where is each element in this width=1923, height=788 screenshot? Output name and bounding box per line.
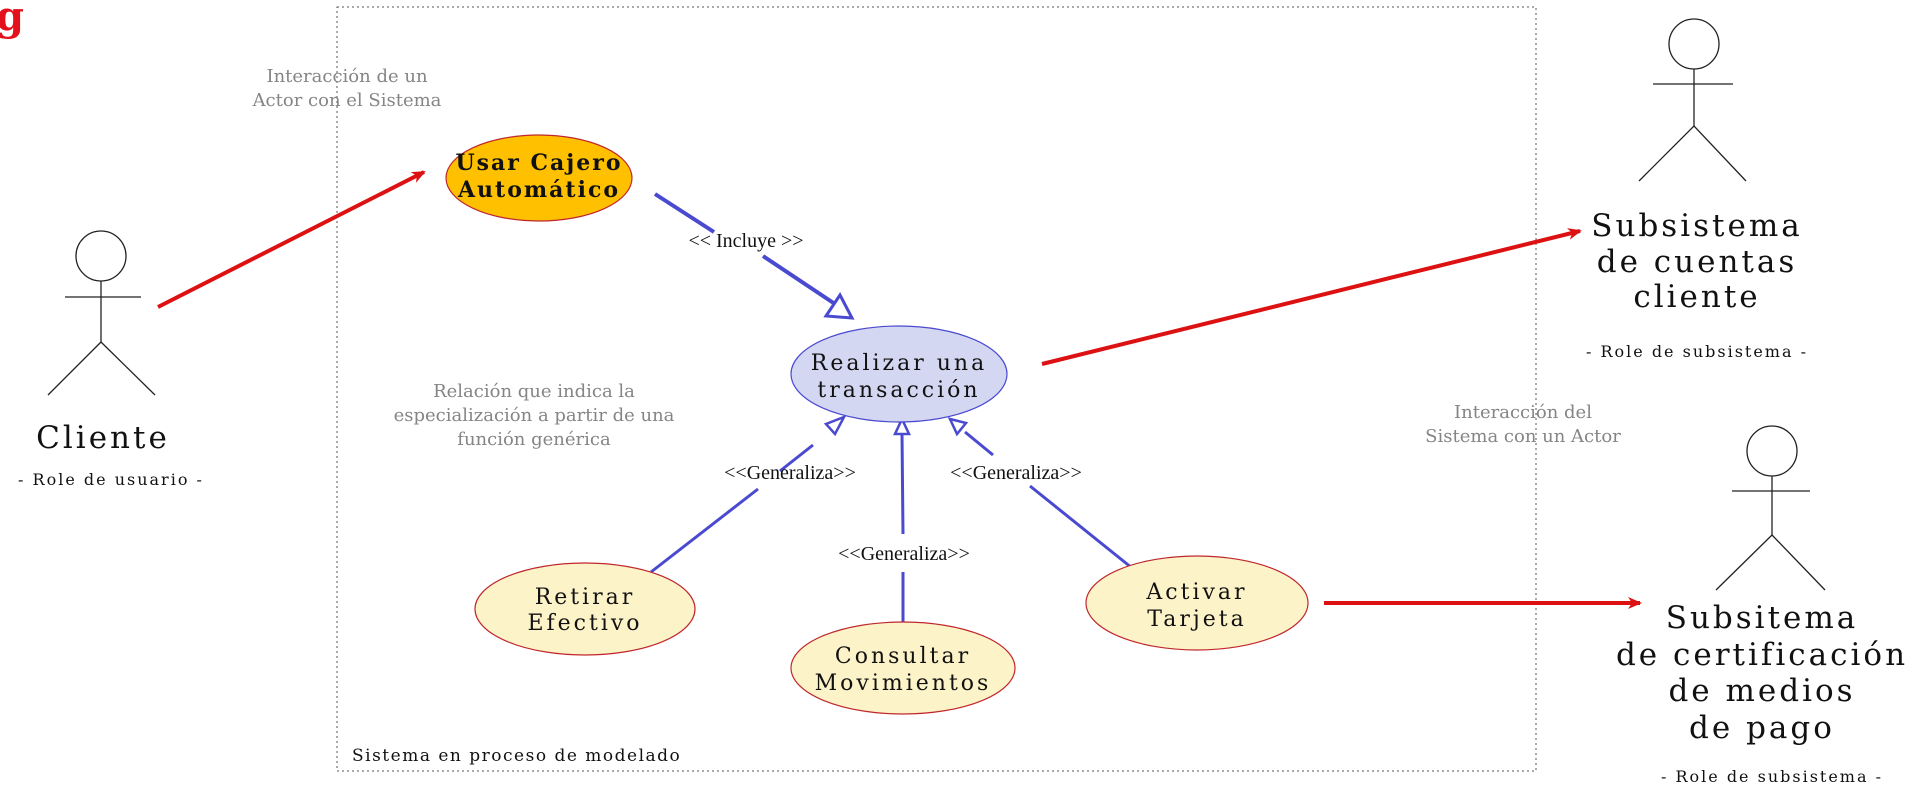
use-case-activar-tarjeta[interactable]: Activar Tarjeta: [1085, 555, 1309, 651]
generalization-activar: [947, 417, 1133, 570]
stick-figure-icon: [1638, 18, 1747, 182]
svg-text:Automático: Automático: [457, 177, 620, 203]
svg-text:función genérica: función genérica: [457, 429, 611, 450]
svg-text:Usar Cajero: Usar Cajero: [455, 150, 622, 176]
use-case-realizar-transaccion[interactable]: Realizar una transacción: [790, 325, 1008, 423]
include-relation: [653, 192, 855, 320]
svg-text:Movimientos: Movimientos: [815, 671, 992, 696]
svg-text:Interacción del: Interacción del: [1454, 402, 1592, 423]
actor-role: - Role de subsistema -: [1586, 342, 1808, 361]
actor-name-line: de cuentas: [1597, 244, 1798, 280]
generalization-consultar: [893, 416, 911, 622]
actor-role: - Role de subsistema -: [1661, 767, 1883, 786]
actor-name: Cliente: [36, 420, 170, 456]
actor-role: - Role de usuario -: [18, 470, 204, 489]
system-boundary: [336, 6, 1537, 772]
svg-text:Actor con el Sistema: Actor con el Sistema: [252, 90, 442, 111]
generalize-right-label: <<Generaliza>>: [950, 462, 1082, 484]
actor-name-line: Subsistema: [1591, 208, 1802, 244]
svg-text:Efectivo: Efectivo: [527, 611, 642, 636]
generalization-retirar: [650, 414, 847, 574]
svg-text:Retirar: Retirar: [535, 585, 636, 610]
use-case-consultar-movimientos[interactable]: Consultar Movimientos: [790, 621, 1016, 715]
generalize-left-label: <<Generaliza>>: [724, 462, 856, 484]
svg-text:especialización a partir de un: especialización a partir de una: [394, 405, 675, 426]
actor-subsistema-cuentas[interactable]: Subsistema de cuentas cliente - Role de …: [1586, 18, 1808, 361]
svg-text:Relación que indica la: Relación que indica la: [433, 381, 635, 402]
svg-text:Tarjeta: Tarjeta: [1147, 607, 1246, 632]
system-label: Sistema en proceso de modelado: [352, 746, 681, 766]
include-label: << Incluye >>: [688, 230, 803, 252]
actor-subsistema-certificacion[interactable]: Subsitema de certificación de medios de …: [1616, 425, 1908, 786]
association-realizar-cuentas: [1041, 228, 1582, 366]
actor-name-line: Subsitema: [1666, 600, 1859, 636]
use-case-usar-cajero[interactable]: Usar Cajero Automático: [445, 134, 633, 222]
svg-text:Consultar: Consultar: [835, 644, 971, 669]
svg-text:Sistema con un Actor: Sistema con un Actor: [1425, 426, 1621, 447]
actor-cliente[interactable]: Cliente - Role de usuario -: [18, 230, 204, 489]
stick-figure-icon: [1715, 425, 1826, 591]
annotation-actor-interaction: Interacción de un Actor con el Sistema: [252, 66, 442, 111]
svg-text:transacción: transacción: [817, 378, 980, 403]
svg-text:Activar: Activar: [1145, 580, 1247, 605]
annotation-specialization: Relación que indica la especialización a…: [394, 381, 675, 450]
logo-fragment: g: [0, 0, 24, 40]
actor-name-line: cliente: [1633, 279, 1760, 315]
use-case-retirar-efectivo[interactable]: Retirar Efectivo: [474, 562, 696, 656]
actor-name-line: de medios: [1668, 673, 1855, 709]
generalize-center-label: <<Generaliza>>: [838, 543, 970, 565]
actor-name-line: de pago: [1689, 710, 1835, 746]
stick-figure-icon: [47, 230, 156, 396]
svg-text:Realizar una: Realizar una: [811, 351, 987, 376]
association-cliente-usar-cajero: [157, 170, 426, 309]
actor-name-line: de certificación: [1616, 637, 1908, 673]
annotation-system-interaction: Interacción del Sistema con un Actor: [1425, 402, 1621, 447]
svg-text:Interacción de un: Interacción de un: [266, 66, 427, 87]
